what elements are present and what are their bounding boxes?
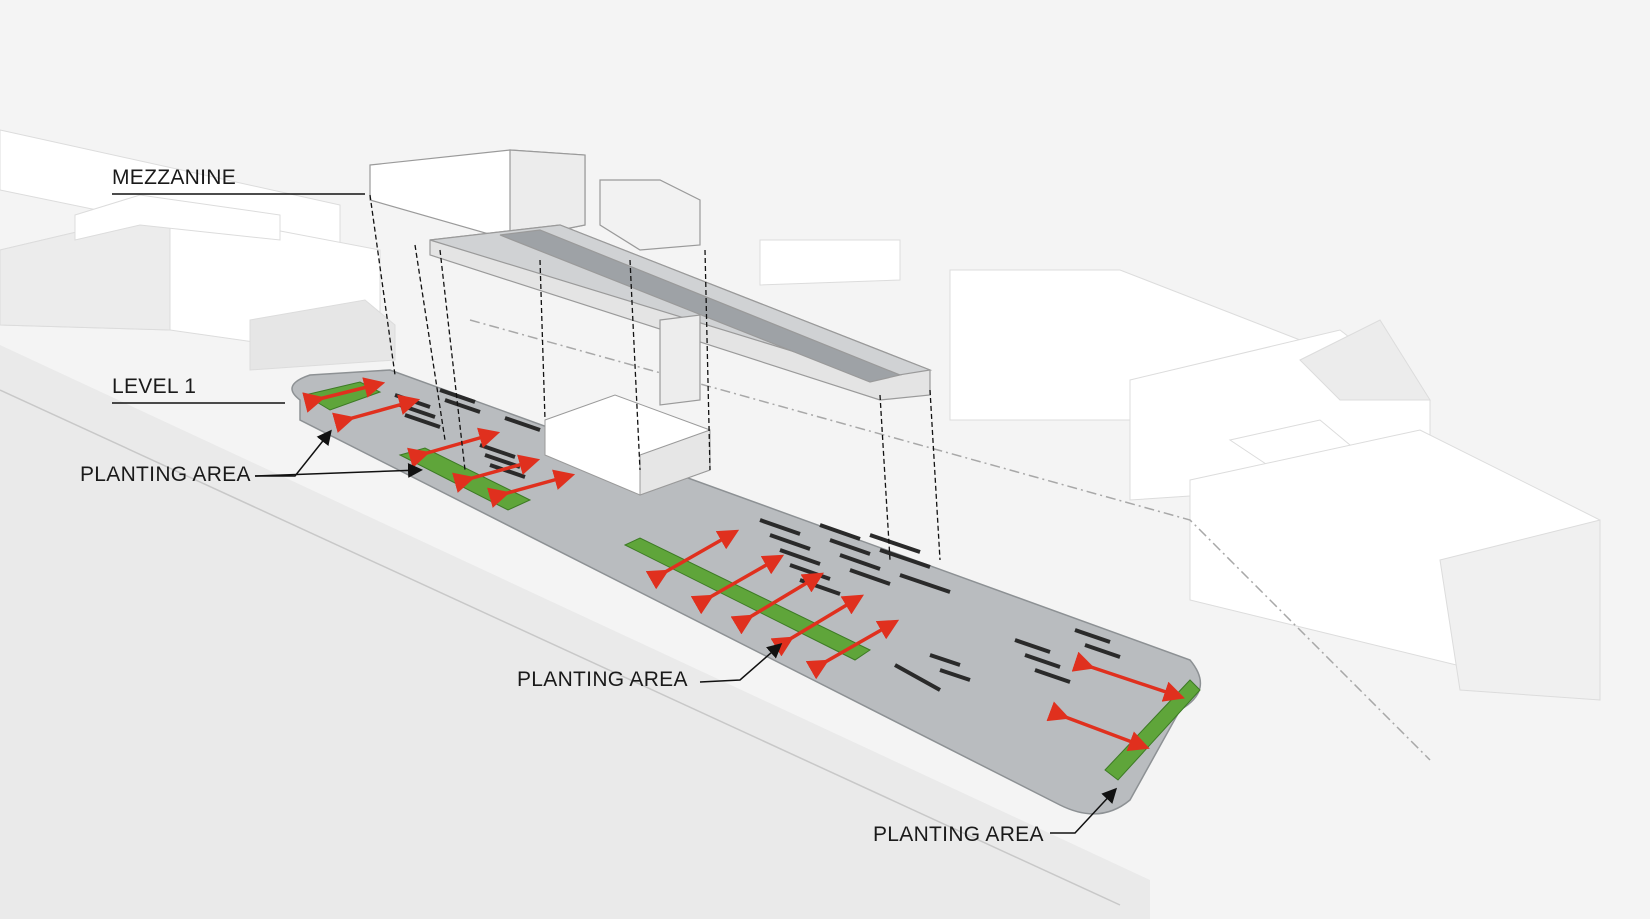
planting-area-label-east: PLANTING AREA — [873, 823, 1044, 846]
planting-strip-east — [1104, 679, 1201, 781]
circulation-arrows — [302, 377, 1185, 752]
projection-lines — [369, 194, 941, 561]
leader-lines — [112, 193, 1118, 834]
planting-area-label-centre: PLANTING AREA — [517, 668, 688, 691]
mezzanine-structure — [369, 149, 933, 406]
level1-label: LEVEL 1 — [112, 375, 197, 398]
planting-area-label-west: PLANTING AREA — [80, 463, 251, 486]
road — [0, 319, 1431, 919]
mezzanine-label: MEZZANINE — [112, 166, 237, 189]
